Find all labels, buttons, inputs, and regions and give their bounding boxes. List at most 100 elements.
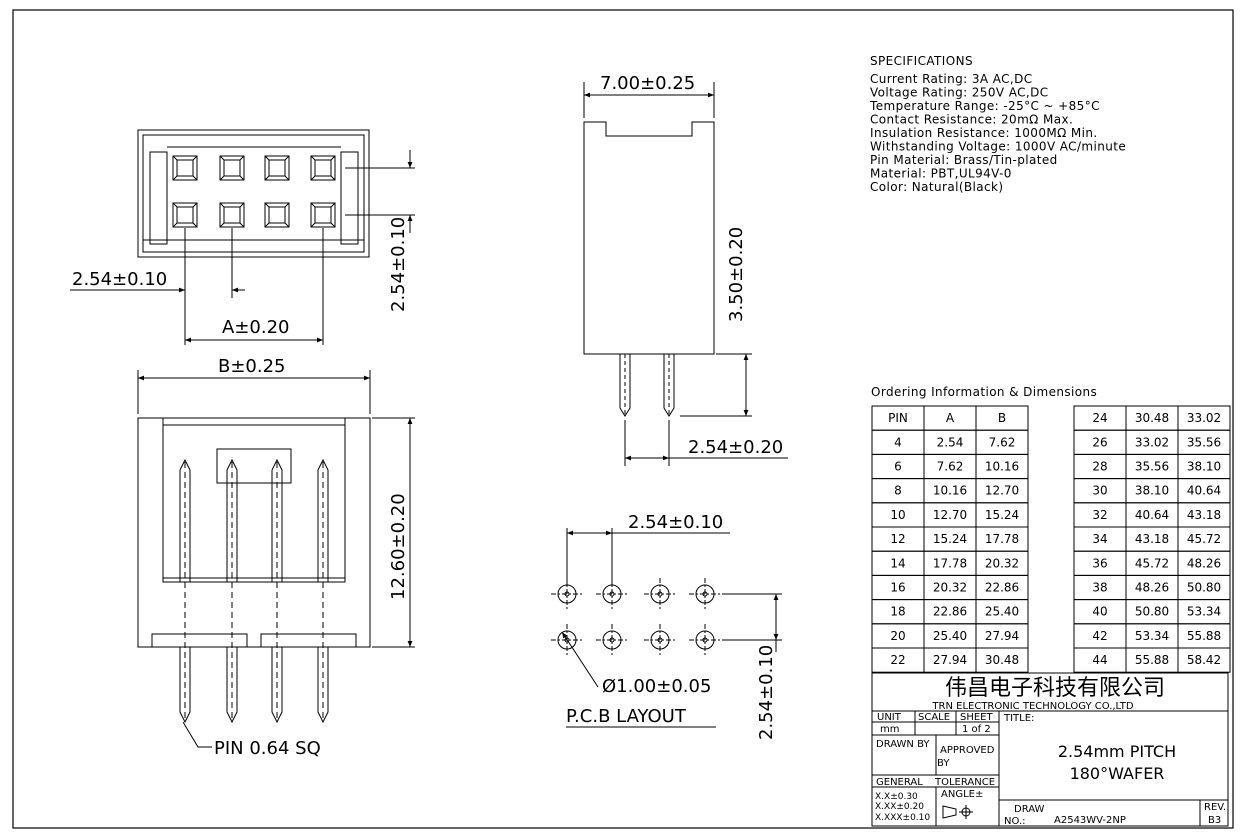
table-cell: 8 — [894, 484, 902, 498]
title-block — [871, 672, 1229, 827]
table-cell: 7.62 — [937, 460, 964, 474]
front-height-label: 12.60±0.20 — [388, 493, 409, 600]
pin-square — [310, 202, 336, 228]
pcb-dimension-lines — [566, 528, 782, 641]
front-pin — [226, 458, 238, 724]
table-cell: 15.24 — [933, 532, 967, 546]
table-cell: 6 — [894, 460, 902, 474]
table-cell: 18 — [890, 605, 905, 619]
table-cell: 40.64 — [1187, 484, 1221, 498]
scale-label: SCALE — [918, 712, 950, 723]
pin-square — [172, 155, 198, 181]
side-width-label: 7.00±0.25 — [600, 73, 695, 94]
table-cell: 42 — [1092, 629, 1107, 643]
title-label: TITLE: — [1003, 713, 1034, 724]
table-cell: PIN — [888, 411, 908, 425]
table-cell: 16 — [890, 581, 905, 595]
table-cell: 33.02 — [1135, 435, 1169, 449]
table-cell: 10.16 — [933, 484, 967, 498]
company-name-english: TRN ELECTRONIC TECHNOLOGY CO.,LTD — [931, 701, 1133, 712]
drawing-title-line-1: 2.54mm PITCH — [1058, 742, 1176, 761]
front-pin — [271, 458, 283, 724]
table-row: 6 7.62 10.16 — [871, 453, 1029, 480]
specification-line: Contact Resistance: 20mΩ Max. — [870, 113, 1073, 127]
front-pin — [317, 458, 329, 724]
front-b-label: B±0.25 — [218, 356, 286, 377]
front-view — [137, 370, 415, 724]
table-cell: 30.48 — [985, 653, 1019, 667]
table-cell: 27.94 — [933, 653, 967, 667]
table-cell: 55.88 — [1135, 653, 1169, 667]
hole-leader-line — [561, 631, 599, 688]
top-a-label: A±0.20 — [222, 317, 289, 338]
company-name-chinese: 伟昌电子科技有限公司 — [945, 676, 1165, 701]
ordering-title: Ordering Information & Dimensions — [871, 385, 1097, 399]
table-cell: 12.70 — [985, 484, 1019, 498]
table-row: 8 10.16 12.70 — [871, 478, 1029, 504]
front-view-pins — [179, 458, 329, 724]
side-height-label: 3.50±0.20 — [726, 227, 747, 322]
table-cell: 22 — [890, 653, 905, 667]
sheet-label: SHEET — [960, 712, 994, 723]
table-cell: 20 — [890, 629, 905, 643]
drawn-by-label: DRAWN BY — [876, 739, 930, 750]
pin-square — [310, 155, 336, 181]
general-label: GENERAL — [876, 777, 923, 788]
table-cell: 10.16 — [985, 460, 1019, 474]
table-cell: 55.88 — [1187, 629, 1221, 643]
table-cell: 15.24 — [985, 508, 1019, 522]
table-cell: 26 — [1092, 435, 1107, 449]
table-cell: 12.70 — [933, 508, 967, 522]
table-row: 40 50.80 53.34 — [1073, 599, 1231, 625]
front-pin-label: PIN 0.64 SQ — [214, 738, 321, 759]
drawing-title-line-2: 180°WAFER — [1070, 764, 1165, 783]
table-cell: 58.42 — [1187, 653, 1221, 667]
specification-line: Voltage Rating: 250V AC,DC — [870, 86, 1049, 100]
side-pitch-label: 2.54±0.20 — [688, 437, 783, 458]
table-cell: 30 — [1092, 484, 1107, 498]
table-cell: 2.54 — [937, 435, 964, 449]
table-cell: 10 — [890, 508, 905, 522]
draw-label: DRAW — [1014, 804, 1045, 815]
table-cell: 20.32 — [985, 556, 1019, 570]
unit-value: mm — [880, 724, 899, 735]
table-cell: 48.26 — [1187, 556, 1221, 570]
table-cell: 17.78 — [933, 556, 967, 570]
pcb-row-pitch-label: 2.54±0.10 — [756, 645, 777, 740]
angle-label: ANGLE± — [941, 789, 983, 800]
pcb-hole — [644, 578, 676, 610]
table-cell: 38.10 — [1135, 484, 1169, 498]
pcb-hole — [689, 578, 721, 610]
specifications-title: SPECIFICATIONS — [870, 54, 973, 68]
table-cell: 35.56 — [1135, 460, 1169, 474]
tolerance-x-xxx: X.XXX±0.10 — [875, 813, 930, 823]
pin-square — [264, 202, 290, 228]
table-cell: 53.34 — [1187, 605, 1221, 619]
drawing-number: A2543WV-2NP — [1054, 815, 1126, 826]
table-cell: 45.72 — [1135, 556, 1169, 570]
pin-square — [219, 155, 245, 181]
table-cell: 17.78 — [985, 532, 1019, 546]
table-row: 10 12.70 15.24 — [871, 502, 1029, 528]
table-cell: 36 — [1092, 556, 1107, 570]
table-cell: 50.80 — [1135, 605, 1169, 619]
top-row-pitch-label: 2.54±0.10 — [388, 217, 409, 312]
pcb-hole-grid — [551, 578, 721, 656]
table-cell: 40 — [1092, 605, 1107, 619]
table-row: 36 45.72 48.26 — [1073, 550, 1231, 576]
table-cell: 38.10 — [1187, 460, 1221, 474]
table-cell: 27.94 — [985, 629, 1019, 643]
table-cell: B — [998, 411, 1006, 425]
